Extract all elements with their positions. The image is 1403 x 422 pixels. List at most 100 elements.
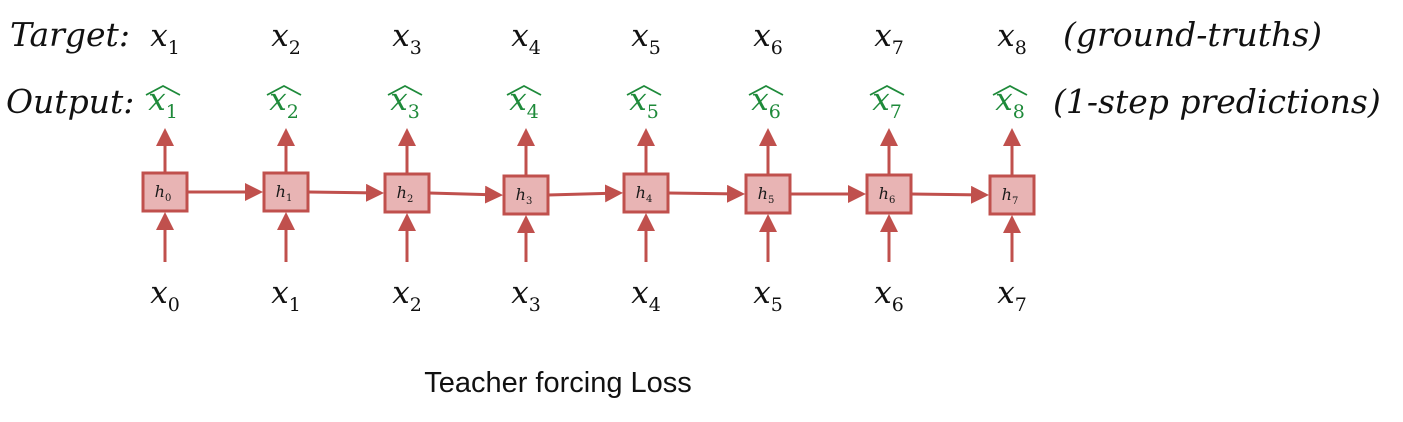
- hidden-state-cell: [383, 172, 431, 214]
- hat-accent: [992, 84, 1028, 96]
- hidden-state-label-subscript: 7: [1012, 196, 1018, 207]
- input-label-subscript: 4: [649, 294, 661, 316]
- hat-accent: [748, 84, 784, 96]
- input-label: x6: [874, 275, 904, 316]
- target-label-base: x: [874, 18, 892, 54]
- hat-accent: [869, 84, 905, 96]
- target-label-base: x: [150, 18, 168, 54]
- hidden-state-label-subscript: 6: [889, 195, 895, 206]
- hat-accent: [626, 84, 662, 96]
- prediction-text: x7: [872, 82, 902, 123]
- target-label: x1: [150, 18, 180, 59]
- prediction-text-base: x: [995, 82, 1013, 118]
- input-label-base: x: [511, 275, 529, 311]
- output-note: (1-step predictions): [1053, 82, 1381, 121]
- prediction-text: x4: [509, 82, 539, 123]
- input-label: x3: [511, 275, 541, 316]
- hidden-state-label-base: h: [636, 183, 646, 202]
- input-label: x0: [150, 275, 180, 316]
- hidden-state-label-base: h: [155, 182, 165, 201]
- hat-accent: [266, 84, 302, 96]
- input-label-base: x: [271, 275, 289, 311]
- hidden-state-cell: [622, 172, 670, 214]
- recurrent-arrow: [910, 185, 989, 204]
- hat-accent: [506, 84, 542, 96]
- hidden-state-cell: [865, 173, 913, 215]
- target-label-subscript: 3: [410, 37, 422, 59]
- input-label-subscript: 0: [168, 294, 180, 316]
- target-label-base: x: [753, 18, 771, 54]
- hidden-state-cell: [262, 171, 310, 213]
- input-label-subscript: 5: [771, 294, 783, 316]
- output-row-label: Output:: [6, 82, 134, 121]
- recurrent-arrow: [547, 184, 623, 203]
- hidden-state-label-base: h: [276, 182, 286, 201]
- hat-accent: [387, 84, 423, 96]
- prediction-text: x2: [269, 82, 299, 123]
- target-label-base: x: [997, 18, 1015, 54]
- input-label: x1: [271, 275, 301, 316]
- prediction-label: x5: [626, 82, 662, 123]
- target-label-base: x: [271, 18, 289, 54]
- hidden-state-cell: [744, 173, 792, 215]
- prediction-text: x6: [751, 82, 781, 123]
- target-label: x4: [511, 18, 541, 59]
- prediction-label: x7: [869, 82, 905, 123]
- prediction-label: x3: [387, 82, 423, 123]
- target-label-subscript: 8: [1015, 37, 1027, 59]
- prediction-text-base: x: [751, 82, 769, 118]
- prediction-text-subscript: 1: [166, 101, 178, 123]
- hidden-state-cell: [502, 174, 550, 216]
- target-label-subscript: 4: [529, 37, 541, 59]
- prediction-label: x2: [266, 82, 302, 123]
- input-label-base: x: [753, 275, 771, 311]
- hidden-state-cell: [141, 171, 189, 213]
- hidden-state-label: h7: [1002, 185, 1019, 207]
- prediction-text-subscript: 4: [527, 101, 539, 123]
- prediction-label: x8: [992, 82, 1028, 123]
- target-label-subscript: 5: [649, 37, 661, 59]
- hidden-state-label-subscript: 4: [646, 194, 652, 205]
- hidden-state-label-base: h: [879, 184, 889, 203]
- target-label: x8: [997, 18, 1027, 59]
- hat-accent: [145, 84, 181, 96]
- target-label-subscript: 2: [289, 37, 301, 59]
- prediction-text-base: x: [390, 82, 408, 118]
- recurrent-arrow: [667, 184, 745, 203]
- target-note: (ground-truths): [1063, 15, 1322, 54]
- hidden-state-label-base: h: [758, 184, 768, 203]
- hidden-state-label-subscript: 3: [526, 196, 532, 207]
- input-label-subscript: 6: [892, 294, 904, 316]
- prediction-text: x3: [390, 82, 420, 123]
- prediction-label: x1: [145, 82, 181, 123]
- hidden-state-label: h3: [516, 185, 533, 207]
- input-label-base: x: [150, 275, 168, 311]
- target-label-base: x: [511, 18, 529, 54]
- target-label: x5: [631, 18, 661, 59]
- hidden-state-label-base: h: [516, 185, 526, 204]
- recurrent-arrow: [428, 185, 503, 204]
- prediction-text: x5: [629, 82, 659, 123]
- input-label-base: x: [631, 275, 649, 311]
- target-label: x6: [753, 18, 783, 59]
- prediction-text-subscript: 8: [1013, 101, 1025, 123]
- prediction-text-subscript: 5: [647, 101, 659, 123]
- input-label: x4: [631, 275, 661, 316]
- prediction-text-base: x: [148, 82, 166, 118]
- prediction-text-subscript: 6: [769, 101, 781, 123]
- prediction-label: x6: [748, 82, 784, 123]
- input-label: x2: [392, 275, 422, 316]
- target-label-base: x: [392, 18, 410, 54]
- prediction-text-subscript: 2: [287, 101, 299, 123]
- prediction-text-base: x: [269, 82, 287, 118]
- diagram-caption: Teacher forcing Loss: [424, 367, 692, 399]
- target-label: x3: [392, 18, 422, 59]
- hidden-state-label-subscript: 1: [286, 193, 292, 204]
- hidden-state-label: h6: [879, 184, 896, 206]
- input-label-subscript: 1: [289, 294, 301, 316]
- target-label-subscript: 6: [771, 37, 783, 59]
